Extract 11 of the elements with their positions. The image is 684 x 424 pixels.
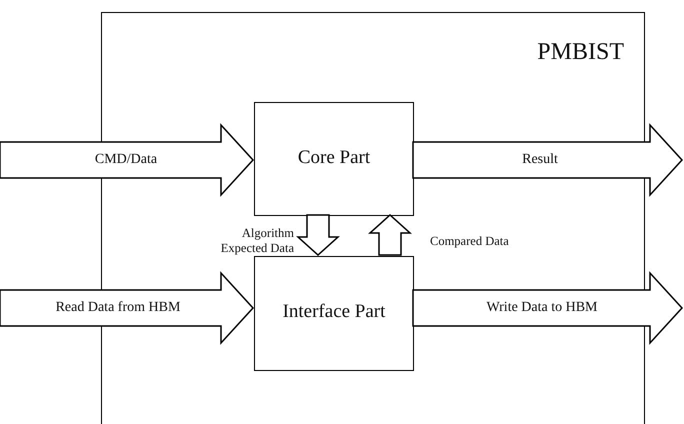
block-arrow [368,214,412,256]
block-box [254,256,414,371]
block-arrow [412,123,684,197]
module-title: PMBIST [536,39,625,66]
block-label: Interface Part [282,301,386,323]
edge-label: Algorithm Expected Data [220,226,294,256]
block-arrow [296,214,340,256]
block-box [254,102,414,216]
edge-label: Compared Data [430,234,510,249]
block-arrow [0,123,254,197]
block-label: Core Part [296,147,372,169]
